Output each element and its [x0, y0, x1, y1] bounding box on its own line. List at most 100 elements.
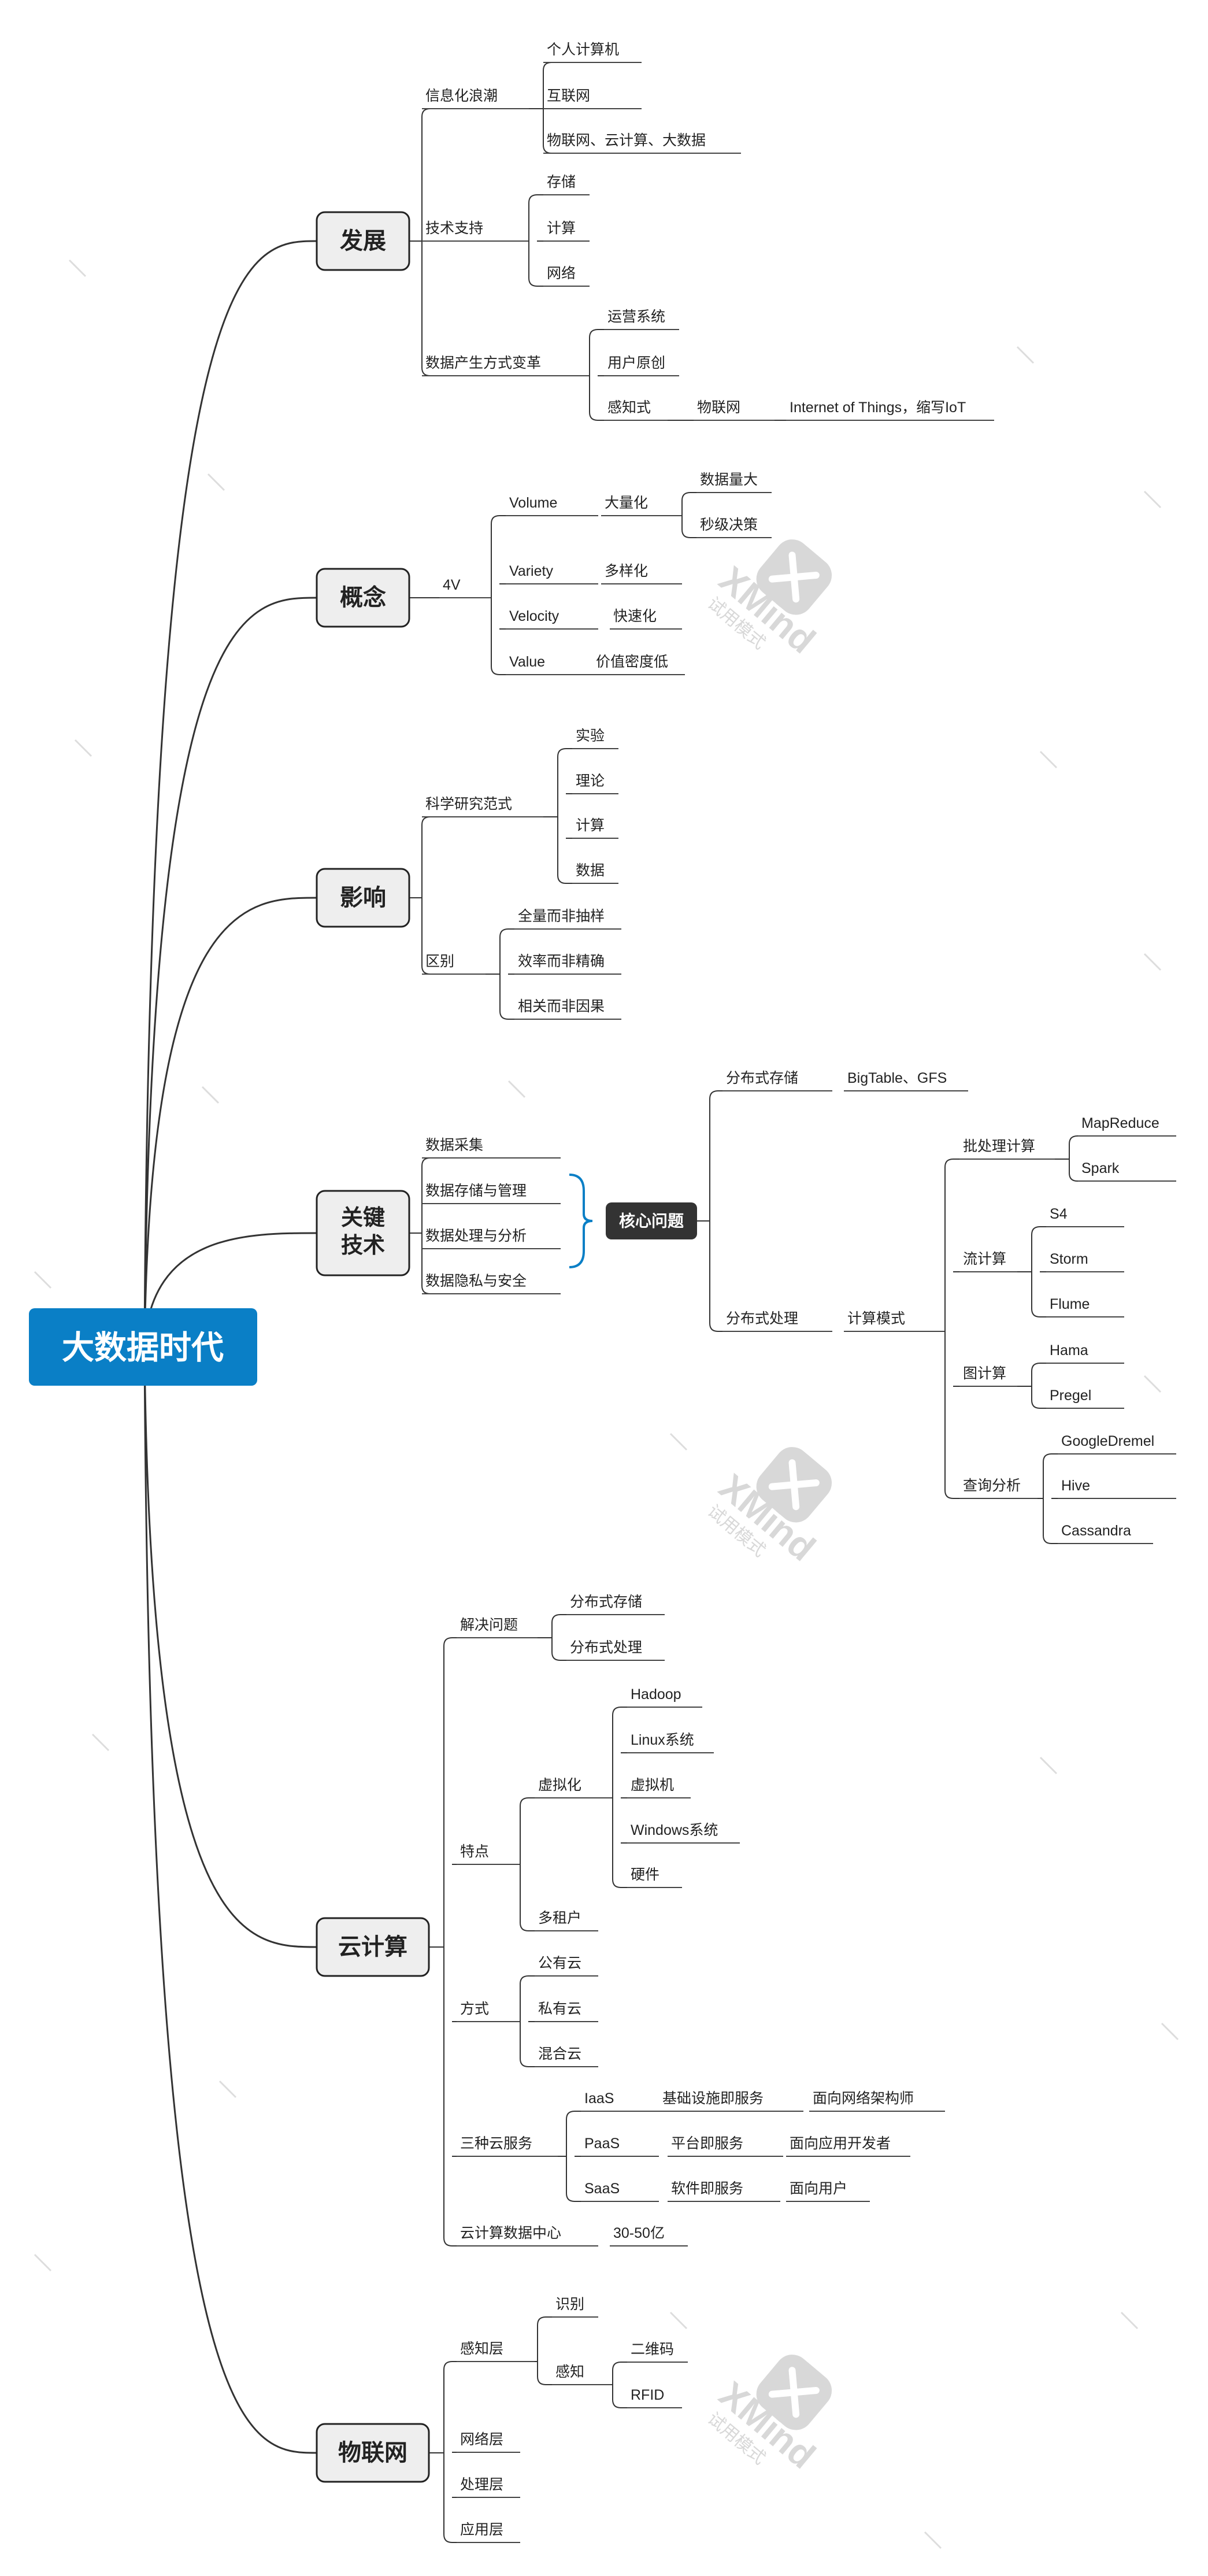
- summary-brace: [569, 1174, 593, 1268]
- watermark-tick: [207, 473, 225, 491]
- main-topic-4-box[interactable]: [316, 1917, 430, 1977]
- bracket: [944, 1159, 954, 1499]
- close-icon: [768, 2367, 820, 2418]
- watermark-tick: [1143, 953, 1162, 971]
- watermark-tick: [34, 2253, 52, 2272]
- topic-data-storage: 数据存储与管理: [425, 1183, 527, 1199]
- topic-query: 查询分析: [963, 1478, 1021, 1494]
- bracket: [1031, 1226, 1040, 1317]
- main-topic-5-box[interactable]: [316, 2423, 430, 2483]
- watermark-tick: [1161, 2022, 1179, 2041]
- bracket: [443, 1637, 453, 2246]
- topic-computation: 计算: [576, 817, 605, 834]
- watermark-tick: [924, 2531, 942, 2549]
- topic-paas: PaaS: [584, 2135, 620, 2152]
- bracket: [681, 492, 691, 538]
- core-topic-box[interactable]: [606, 1202, 697, 1239]
- main-topic-0-box[interactable]: [316, 211, 410, 271]
- bracket: [1031, 1363, 1040, 1409]
- bracket: [520, 1975, 529, 2067]
- topic-storm: Storm: [1050, 1251, 1088, 1267]
- watermark-tick: [1120, 2311, 1139, 2330]
- topic-efficiency: 效率而非精确: [518, 953, 605, 969]
- topic-multitenant: 多租户: [538, 1910, 581, 1926]
- bracket: [1069, 1135, 1078, 1182]
- topic-windows: Windows系统: [631, 1822, 718, 1838]
- topic-network-layer: 网络层: [460, 2431, 503, 2448]
- root-connector-3: [143, 1232, 317, 1348]
- bracket: [421, 1157, 431, 1294]
- topic-ugc: 用户原创: [607, 355, 665, 371]
- topic-research-paradigm: 科学研究范式: [425, 796, 512, 812]
- root-topic: 大数据时代: [62, 1330, 224, 1366]
- root-connector-1: [143, 597, 317, 1348]
- topic-cloud-processing: 分布式处理: [570, 1639, 642, 1656]
- watermark-tick: [669, 2311, 688, 2330]
- topic-pregel: Pregel: [1050, 1387, 1091, 1404]
- topic-paas-desc: 平台即服务: [671, 2135, 743, 2152]
- main-topic-4: 云计算: [338, 1934, 407, 1960]
- topic-iot: 物联网: [697, 399, 740, 416]
- bracket: [557, 748, 566, 884]
- main-topic-1-box[interactable]: [316, 568, 410, 628]
- bracket: [443, 2361, 453, 2543]
- bracket: [528, 194, 538, 287]
- bracket: [543, 62, 552, 154]
- topic-4v: 4V: [443, 577, 461, 593]
- bracket: [491, 515, 500, 675]
- topic-difference: 区别: [425, 953, 454, 969]
- topic-hybrid-cloud: 混合云: [538, 2046, 581, 2062]
- topic-processing-layer: 处理层: [460, 2477, 503, 2493]
- topic-cloud-storage: 分布式存储: [570, 1594, 642, 1610]
- topic-spark: Spark: [1081, 1160, 1120, 1176]
- topic-xinxihua: 信息化浪潮: [425, 88, 498, 104]
- main-topic-0: 发展: [340, 228, 386, 254]
- connector-layer: [143, 62, 1176, 2543]
- root-connector-4: [143, 1346, 317, 1948]
- topic-compute: 计算: [547, 220, 576, 236]
- topic-hive: Hive: [1061, 1478, 1090, 1494]
- topic-identify: 识别: [555, 2296, 584, 2312]
- topic-correlation: 相关而非因果: [518, 998, 605, 1015]
- topic-application-layer: 应用层: [460, 2522, 503, 2538]
- bracket: [551, 1614, 561, 1661]
- topic-iaas-desc: 基础设施即服务: [662, 2090, 764, 2107]
- bracket: [421, 816, 431, 975]
- topic-experiment: 实验: [576, 728, 605, 744]
- topic-saas-target: 面向用户: [790, 2181, 847, 2197]
- main-topic-2-box[interactable]: [316, 868, 410, 928]
- topic-googledremel: GoogleDremel: [1061, 1433, 1154, 1449]
- topic-perception-layer: 感知层: [460, 2341, 503, 2357]
- bracket: [589, 329, 598, 421]
- topic-data: 数据: [576, 863, 605, 879]
- watermark-tick: [669, 1433, 688, 1451]
- topic-volume-desc: 大量化: [605, 495, 648, 511]
- main-topic-5: 物联网: [338, 2440, 407, 2466]
- bracket: [520, 1797, 529, 1931]
- topic-saas-desc: 软件即服务: [671, 2181, 743, 2197]
- topic-data-collection: 数据采集: [425, 1137, 483, 1153]
- watermark-tick: [1039, 1756, 1058, 1775]
- bracket: [537, 2316, 546, 2385]
- topic-variety: Variety: [509, 563, 553, 579]
- topic-velocity-desc: 快速化: [613, 608, 657, 624]
- watermark-tick: [1039, 750, 1058, 769]
- topic-iaas-target: 面向网络架构师: [813, 2090, 914, 2107]
- topic-sensing: 感知式: [607, 399, 651, 416]
- topic-s4: S4: [1050, 1206, 1068, 1222]
- core-topic: 核心问题: [619, 1212, 684, 1230]
- topic-graph: 图计算: [963, 1365, 1006, 1382]
- topic-compute-mode: 计算模式: [847, 1311, 905, 1327]
- main-topic-3-box[interactable]: [316, 1190, 410, 1276]
- topic-network: 网络: [547, 265, 576, 282]
- topic-iot-full: Internet of Things，缩写IoT: [790, 399, 966, 416]
- topic-private-cloud: 私有云: [538, 2001, 581, 2017]
- topic-personal-computer: 个人计算机: [547, 42, 619, 58]
- close-icon: [768, 552, 820, 603]
- root-topic-box[interactable]: [29, 1308, 257, 1386]
- topic-velocity: Velocity: [509, 608, 559, 624]
- bracket: [499, 928, 509, 1020]
